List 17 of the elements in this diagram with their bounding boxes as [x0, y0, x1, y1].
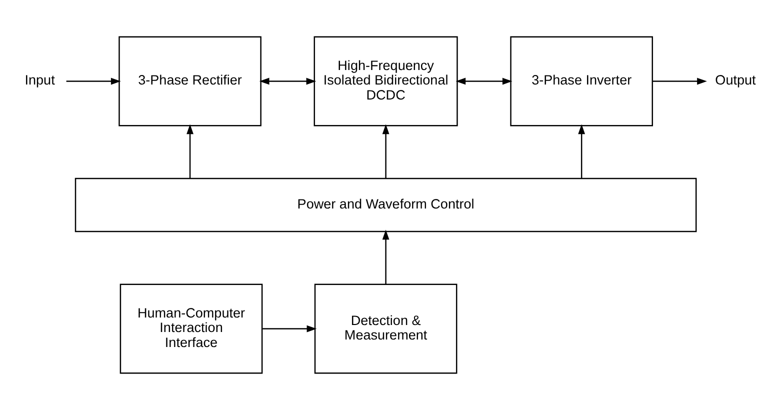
arrow: [652, 78, 707, 85]
node-box: Detection & Measurement: [314, 284, 458, 374]
arrow: [382, 230, 390, 284]
arrow: [262, 325, 317, 332]
arrow: [66, 78, 121, 85]
node-box: Human-Computer Interaction Interface: [120, 284, 263, 374]
node-box: High-Frequency Isolated Bidirectional DCDC: [314, 36, 458, 126]
arrow: [259, 78, 316, 85]
node-box: Power and Waveform Control: [74, 178, 697, 232]
arrow: [456, 78, 512, 85]
node-text: Output: [715, 72, 756, 88]
node-box: 3-Phase Inverter: [510, 36, 653, 126]
node-box: 3-Phase Rectifier: [118, 36, 262, 126]
arrow: [578, 124, 586, 178]
node-text: Input: [24, 72, 55, 88]
arrow: [186, 124, 194, 178]
arrow: [382, 124, 390, 178]
